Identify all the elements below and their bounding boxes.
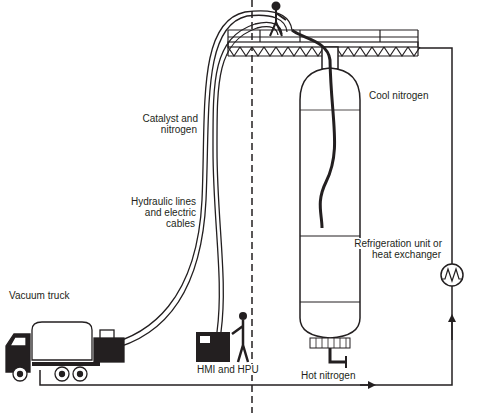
vacuum-truck-part xyxy=(94,338,124,362)
operator-figure-part xyxy=(273,3,280,10)
hmi-hpu-unit-part xyxy=(196,332,230,362)
callout-label: Cool nitrogen xyxy=(368,90,440,101)
callout-label: Hydraulic lines and electric cables xyxy=(118,196,196,229)
hmi-hpu-unit-part xyxy=(239,312,247,320)
callout-label: Hot nitrogen xyxy=(300,370,380,381)
hose-bundle-part xyxy=(217,27,278,332)
vacuum-truck xyxy=(6,322,124,381)
label-text: Catalyst and nitrogen xyxy=(141,113,198,135)
vacuum-truck-part xyxy=(78,372,83,377)
label-text: Refrigeration unit or heat exchanger xyxy=(353,238,442,260)
heat-exchanger-symbol-part xyxy=(441,269,463,281)
label-text: Vacuum truck xyxy=(8,290,70,301)
operator-figure-part xyxy=(270,10,286,36)
hose-bundle-part xyxy=(108,15,287,350)
vacuum-truck-part xyxy=(100,330,114,338)
hose-bundle-part xyxy=(105,11,292,345)
vacuum-truck-part xyxy=(55,367,69,381)
vacuum-truck-part xyxy=(32,322,92,360)
reactor-vessel-part xyxy=(316,338,346,348)
label-text: HMI and HPU xyxy=(196,364,260,375)
nitrogen-loop-part xyxy=(360,384,372,386)
vacuum-truck-part xyxy=(60,372,65,377)
nitrogen-loop-part xyxy=(451,318,453,340)
reactor-vessel-part xyxy=(300,236,360,237)
callout-label: HMI and HPU xyxy=(196,364,266,375)
vacuum-truck-part xyxy=(32,362,100,366)
callout-label: Catalyst and nitrogen xyxy=(118,113,198,135)
hmi-hpu-unit-part xyxy=(200,336,210,343)
reactor-vessel xyxy=(300,47,360,368)
hose-bundle xyxy=(105,11,292,350)
nitrogen-loop-part xyxy=(418,48,452,264)
callout-label: Vacuum truck xyxy=(8,290,98,301)
reactor-vessel-part xyxy=(310,338,350,348)
reactor-vessel-part xyxy=(330,348,346,362)
boundary-line xyxy=(251,0,253,413)
platform-part xyxy=(417,30,418,56)
reactor-vessel-part xyxy=(300,110,360,111)
nitrogen-loop xyxy=(40,48,452,385)
vacuum-truck-part xyxy=(18,372,23,377)
heat-exchanger-symbol-part xyxy=(441,264,463,286)
vacuum-truck-part xyxy=(10,337,26,346)
heat-exchanger-symbol xyxy=(441,264,463,286)
reactor-vessel-part xyxy=(300,68,360,338)
label-text: Cool nitrogen xyxy=(368,90,429,101)
label-text: Hot nitrogen xyxy=(300,370,356,381)
platform-part xyxy=(259,30,260,42)
vacuum-truck-part xyxy=(73,367,87,381)
operator-figure xyxy=(270,3,286,37)
catalyst-hose xyxy=(292,30,335,228)
reactor-vessel-part xyxy=(345,356,347,368)
platform-part xyxy=(379,30,380,42)
platform-part xyxy=(228,29,418,30)
nitrogen-loop-part xyxy=(40,286,452,385)
reactor-vessel-part xyxy=(300,302,360,303)
vacuum-truck-part xyxy=(13,367,27,381)
hmi-hpu-unit-part xyxy=(232,320,248,362)
label-text: Hydraulic lines and electric cables xyxy=(130,196,196,229)
callout-label: Refrigeration unit or heat exchanger xyxy=(340,238,442,260)
hose-bundle-part xyxy=(213,22,282,332)
hmi-hpu-unit xyxy=(196,312,248,362)
platform-part xyxy=(228,36,418,37)
vacuum-truck-part xyxy=(6,334,30,372)
